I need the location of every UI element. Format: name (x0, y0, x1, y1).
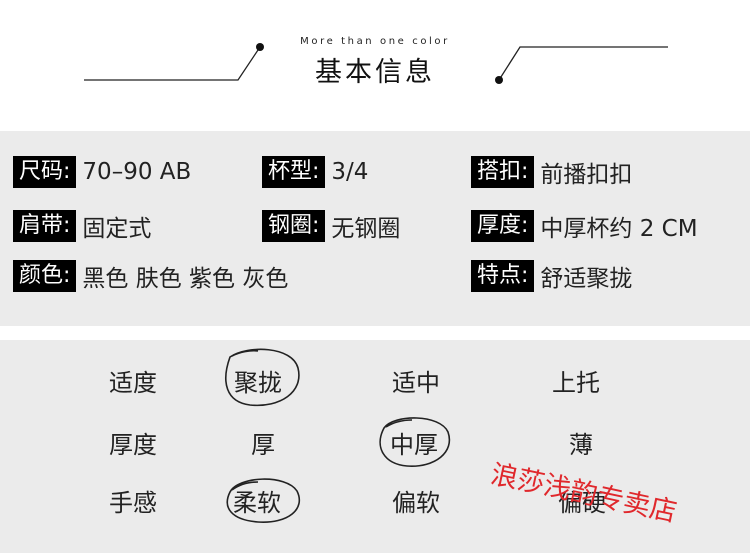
spec-size-label: 尺码: (13, 156, 77, 188)
spec-clasp: 搭扣: 前播扣扣 (471, 156, 632, 188)
spec-wire-label: 钢圈: (262, 210, 326, 242)
scale-row-label: 厚度 (109, 431, 157, 459)
spec-feature-value: 舒适聚拢 (540, 266, 633, 292)
spec-cup-label: 杯型: (262, 156, 326, 188)
spec-strap-value: 固定式 (82, 216, 152, 242)
selected-circle-icon (225, 348, 300, 407)
scale-option: 厚 (251, 431, 275, 459)
scale-row-label: 适度 (109, 369, 157, 397)
spec-color-label: 颜色: (13, 260, 77, 292)
spec-wire-value: 无钢圈 (331, 216, 401, 242)
spec-clasp-value: 前播扣扣 (540, 162, 633, 188)
spec-strap: 肩带: 固定式 (13, 210, 151, 242)
spec-cup-value: 3/4 (331, 159, 369, 185)
spec-thickness: 厚度: 中厚杯约 2 CM (471, 210, 698, 242)
right-divider-dot (495, 76, 503, 84)
spec-size: 尺码: 70–90 AB (13, 156, 191, 188)
scale-option: 柔软 (233, 489, 281, 517)
spec-cup: 杯型: 3/4 (262, 156, 368, 188)
spec-thickness-value: 中厚杯约 2 CM (540, 216, 698, 242)
scale-option: 中厚 (390, 431, 438, 459)
scale-panel: 适度 聚拢 适中 上托 厚度 厚 中厚 薄 手感 柔软 偏软 偏硬 (0, 340, 750, 553)
selected-circle-icon (226, 478, 300, 523)
scale-option: 上托 (552, 369, 600, 397)
spec-panel: 尺码: 70–90 AB 杯型: 3/4 搭扣: 前播扣扣 肩带: 固定式 钢圈… (0, 131, 750, 326)
left-divider-dot (256, 43, 264, 51)
scale-row-label: 手感 (109, 489, 157, 517)
scale-option: 聚拢 (234, 369, 282, 397)
right-divider-line (498, 46, 668, 81)
header-decoration (84, 43, 668, 84)
spec-feature-label: 特点: (471, 260, 535, 292)
spec-color: 颜色: 黑色 肤色 紫色 灰色 (13, 260, 288, 292)
spec-wire: 钢圈: 无钢圈 (262, 210, 400, 242)
spec-strap-label: 肩带: (13, 210, 77, 242)
spec-size-value: 70–90 AB (82, 159, 192, 185)
scale-option: 适中 (392, 369, 440, 397)
spec-color-value: 黑色 肤色 紫色 灰色 (82, 266, 289, 292)
selected-circle-icon (379, 417, 451, 467)
scale-option: 偏软 (392, 489, 440, 517)
page-title: 基本信息 (315, 57, 435, 88)
scale-option: 偏硬 (558, 489, 606, 517)
left-divider-line (84, 46, 261, 81)
header-subtitle: More than one color (300, 36, 450, 47)
spec-feature: 特点: 舒适聚拢 (471, 260, 632, 292)
spec-clasp-label: 搭扣: (471, 156, 535, 188)
spec-thickness-label: 厚度: (471, 210, 535, 242)
scale-option: 薄 (569, 431, 593, 459)
